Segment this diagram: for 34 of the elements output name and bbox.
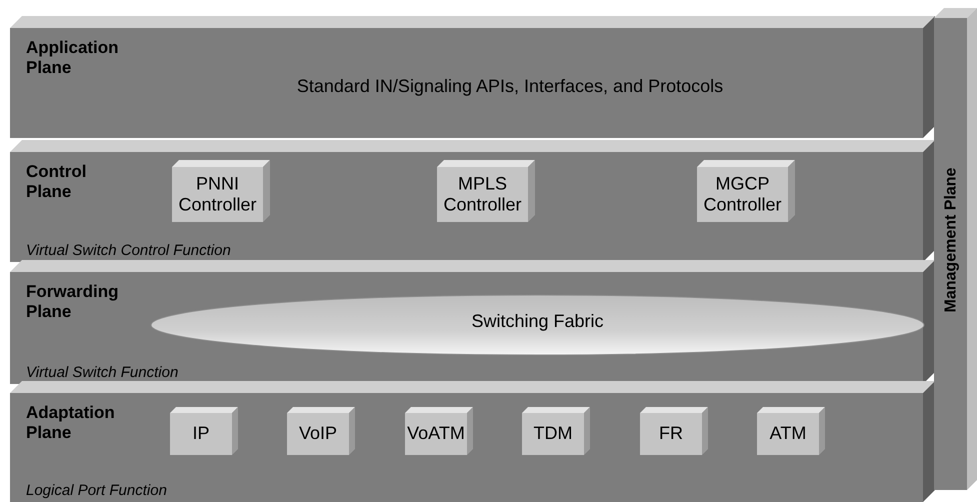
- plane-title: Forwarding Plane: [26, 282, 120, 323]
- fabric-ellipse: [150, 294, 925, 356]
- plane-column: [934, 8, 977, 490]
- module-block: [522, 407, 590, 455]
- plane-slab: [10, 140, 935, 262]
- plane-description: Standard IN/Signaling APIs, Interfaces, and Protocols: [296, 76, 724, 98]
- fabric-label: Switching Fabric: [470, 311, 605, 333]
- plane-slab: [10, 381, 935, 502]
- module-block: [172, 160, 270, 222]
- module-label: VoATM: [406, 423, 466, 445]
- plane-title: Management Plane: [940, 168, 960, 312]
- function-label: Virtual Switch Function: [26, 364, 178, 382]
- module-block: [697, 160, 795, 222]
- module-label: ATM: [768, 423, 808, 445]
- module-block: [405, 407, 473, 455]
- module-block: [170, 407, 238, 455]
- module-label: PNNI Controller: [177, 172, 258, 216]
- plane-title: Control Plane: [26, 162, 88, 203]
- module-label: TDM: [532, 423, 574, 445]
- module-label: VoIP: [298, 423, 338, 445]
- module-block: [757, 407, 825, 455]
- module-block: [640, 407, 708, 455]
- module-label: IP: [191, 423, 210, 445]
- plane-title: Application Plane: [26, 38, 120, 79]
- module-block: [287, 407, 355, 455]
- module-label: FR: [658, 423, 684, 445]
- plane-slab: [10, 260, 935, 384]
- plane-title: Adaptation Plane: [26, 403, 116, 444]
- function-label: Logical Port Function: [26, 482, 167, 500]
- function-label: Virtual Switch Control Function: [26, 242, 231, 260]
- module-block: [437, 160, 535, 222]
- module-label: MPLS Controller: [442, 172, 523, 216]
- plane-slab: [10, 16, 935, 138]
- module-label: MGCP Controller: [702, 172, 783, 216]
